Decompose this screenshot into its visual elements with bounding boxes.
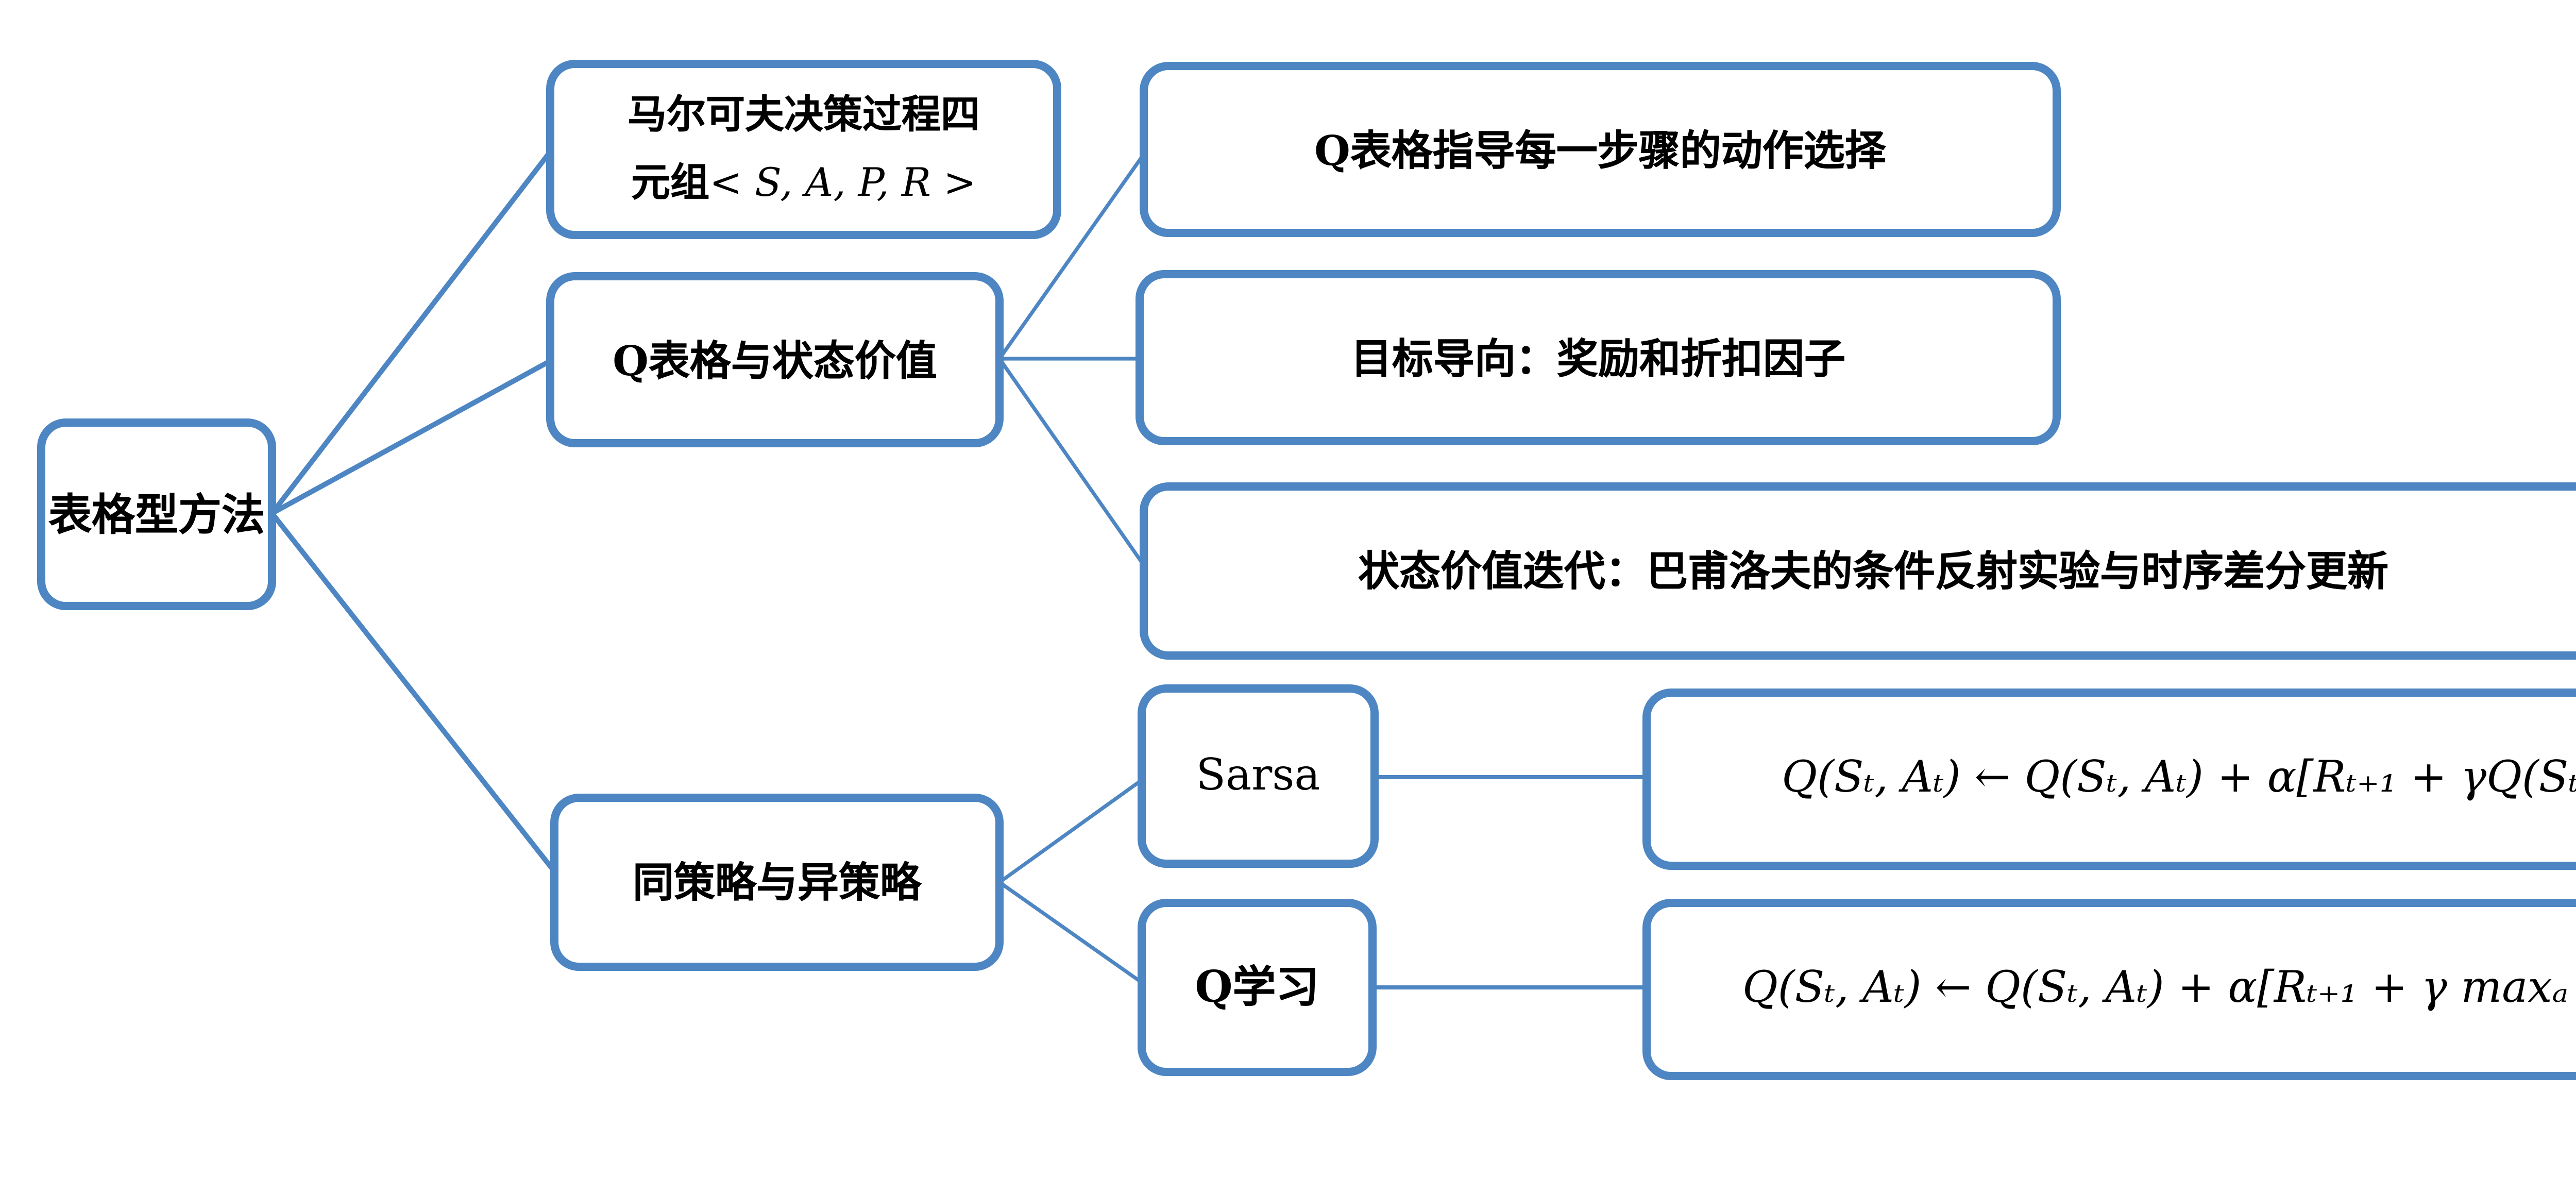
node-goal-label: 目标导向：奖励和折扣因子: [1351, 333, 1845, 382]
node-root-label: 表格型方法: [48, 488, 265, 540]
connector-root-mdp: [270, 144, 556, 515]
node-mdp-math: < S, A, P, R >: [709, 160, 976, 205]
node-q-table: Q表格与状态价值: [546, 272, 1004, 447]
node-q-guide-label: Q表格指导每一步骤的动作选择: [1314, 125, 1886, 174]
connector-q-table-value-iter: [998, 357, 1149, 573]
node-value-iter: 状态价值迭代：巴甫洛夫的条件反射实验与时序差分更新: [1140, 482, 2576, 660]
node-root: 表格型方法: [37, 418, 276, 610]
node-sarsa-formula: Q(Sₜ, Aₜ) ← Q(Sₜ, Aₜ) + α[Rₜ₊₁ + γQ(Sₜ₊₁…: [1642, 689, 2576, 870]
node-mdp-label: 马尔可夫决策过程四元组: [627, 93, 980, 205]
node-q-learning-formula: Q(Sₜ, Aₜ) ← Q(Sₜ, Aₜ) + α[Rₜ₊₁ + γ maxₐ …: [1642, 899, 2576, 1080]
node-q-guide: Q表格指导每一步骤的动作选择: [1140, 62, 2061, 237]
node-policy: 同策略与异策略: [550, 794, 1004, 971]
node-value-iter-label: 状态价值迭代：巴甫洛夫的条件反射实验与时序差分更新: [1358, 546, 2388, 596]
connector-q-table-q-guide: [998, 147, 1149, 360]
connector-root-policy: [270, 511, 558, 876]
sarsa-update-formula: Q(Sₜ, Aₜ) ← Q(Sₜ, Aₜ) + α[Rₜ₊₁ + γQ(Sₜ₊₁…: [1782, 752, 2576, 802]
node-mdp: 马尔可夫决策过程四元组< S, A, P, R >: [546, 60, 1061, 239]
node-sarsa-label: Sarsa: [1196, 749, 1320, 799]
node-q-learning: Q学习: [1138, 899, 1377, 1076]
node-sarsa: Sarsa: [1138, 684, 1379, 868]
node-policy-label: 同策略与异策略: [633, 858, 921, 907]
node-q-table-label: Q表格与状态价值: [613, 335, 937, 384]
node-q-learning-label: Q学习: [1195, 961, 1319, 1013]
connector-policy-sarsa: [998, 776, 1147, 884]
node-goal: 目标导向：奖励和折扣因子: [1136, 270, 2061, 445]
node-mdp-text: 马尔可夫决策过程四元组< S, A, P, R >: [612, 83, 995, 216]
q-learning-update-formula: Q(Sₜ, Aₜ) ← Q(Sₜ, Aₜ) + α[Rₜ₊₁ + γ maxₐ …: [1742, 963, 2576, 1013]
connector-root-q-table: [270, 356, 556, 516]
connector-policy-q-learning: [998, 881, 1147, 987]
